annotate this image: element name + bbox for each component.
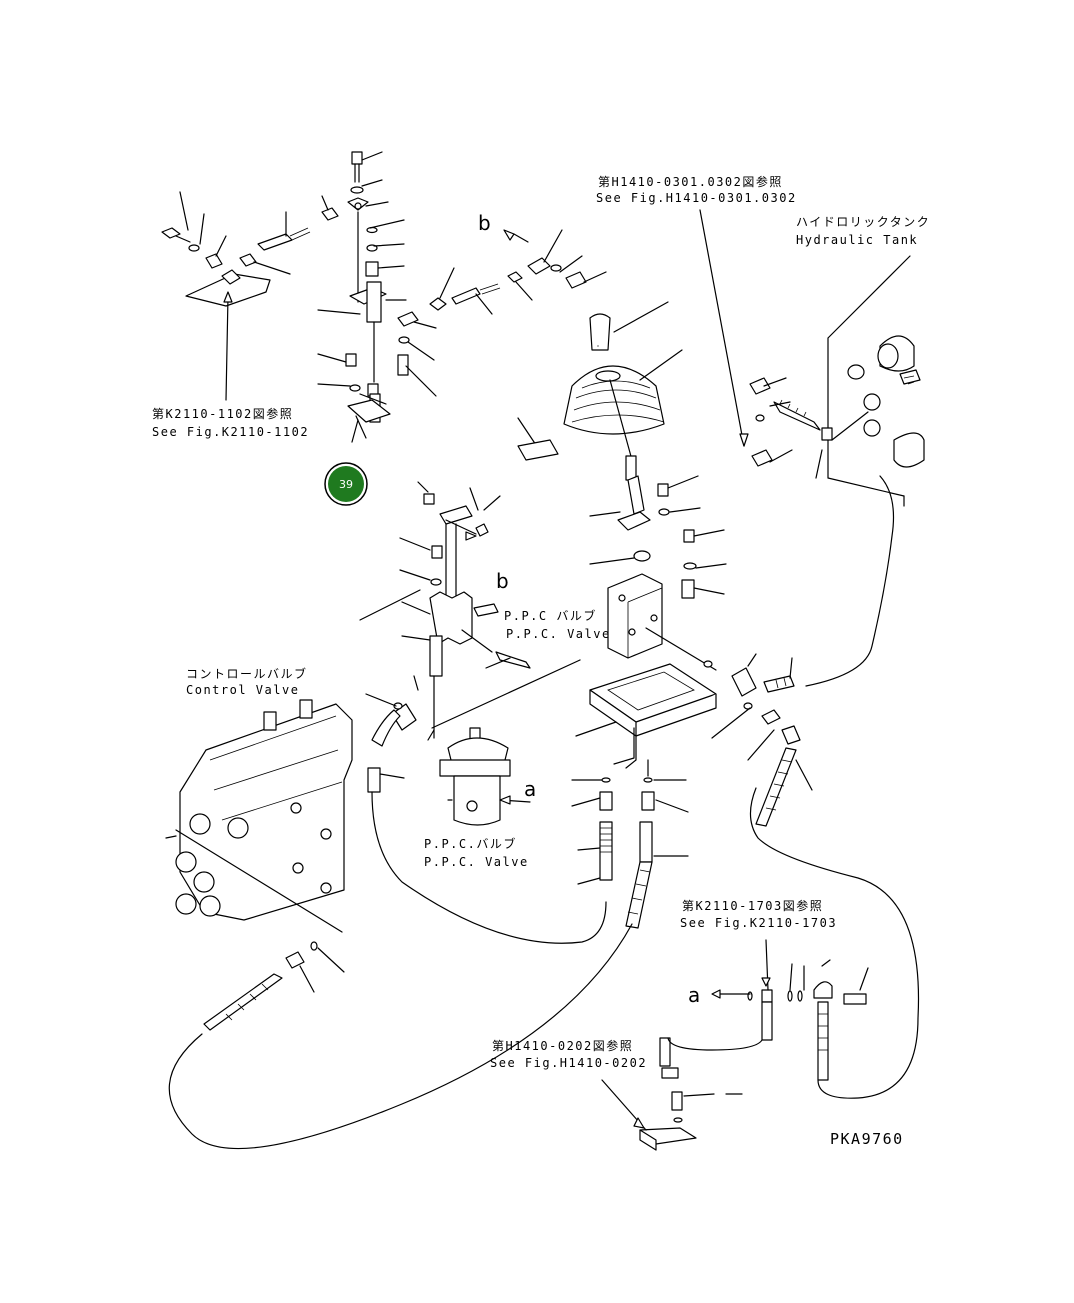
ppc-valve-body — [439, 727, 531, 826]
ref-h1410-0301-jp: 第H1410-0301.0302図参照 — [598, 174, 783, 189]
ppc-valve-label-en-2: P.P.C. Valve — [424, 855, 529, 869]
upper-left-linkage — [161, 151, 437, 443]
hydraulic-tank — [749, 255, 925, 507]
hose-lines — [168, 475, 920, 1150]
hydraulic-tank-label-en: Hydraulic Tank — [796, 233, 918, 247]
ref-k2110-1703-jp: 第K2110-1703図参照 — [682, 898, 823, 913]
connector-b-mid: b — [496, 569, 509, 593]
reference-leaders — [359, 209, 749, 801]
ref-h1410-0301-en: See Fig.H1410-0301.0302 — [596, 191, 797, 205]
ppc-valve-label-en-1: P.P.C. Valve — [506, 627, 611, 641]
center-linkage — [399, 417, 581, 741]
lower-left-fittings — [203, 941, 345, 1031]
labels: 第H1410-0301.0302図参照 See Fig.H1410-0301.0… — [152, 174, 930, 1148]
control-valve-label-en: Control Valve — [186, 683, 299, 697]
ppc-valve-label-jp-1: P.P.C バルブ — [504, 608, 597, 623]
badge-number: 39 — [339, 478, 353, 491]
upper-center-bolt-assembly — [429, 229, 607, 315]
control-valve — [165, 675, 419, 933]
connector-a-bottom: a — [688, 983, 700, 1007]
ppc-lever-assembly — [563, 301, 757, 929]
lower-right-fittings — [711, 653, 869, 1081]
ref-h1410-0202-jp: 第H1410-0202図参照 — [492, 1038, 633, 1053]
ref-h1410-0202-en: See Fig.H1410-0202 — [490, 1056, 647, 1070]
connector-a-mid: a — [524, 777, 536, 801]
ref-k2110-1102-en: See Fig.K2110-1102 — [152, 425, 309, 439]
ref-k2110-1102-jp: 第K2110-1102図参照 — [152, 406, 293, 421]
ref-k2110-1703-en: See Fig.K2110-1703 — [680, 916, 837, 930]
hydraulic-tank-label-jp: ハイドロリックタンク — [796, 215, 930, 229]
lower-center-fittings — [601, 1037, 743, 1151]
control-valve-label-jp: コントロールバルブ — [186, 666, 308, 681]
drawing-code: PKA9760 — [830, 1130, 904, 1148]
connector-b-top: b — [478, 211, 491, 235]
ppc-valve-label-jp-2: P.P.C.バルブ — [424, 836, 517, 851]
badge-fill — [328, 466, 364, 502]
callout-badge-39[interactable]: 39 — [324, 462, 368, 506]
